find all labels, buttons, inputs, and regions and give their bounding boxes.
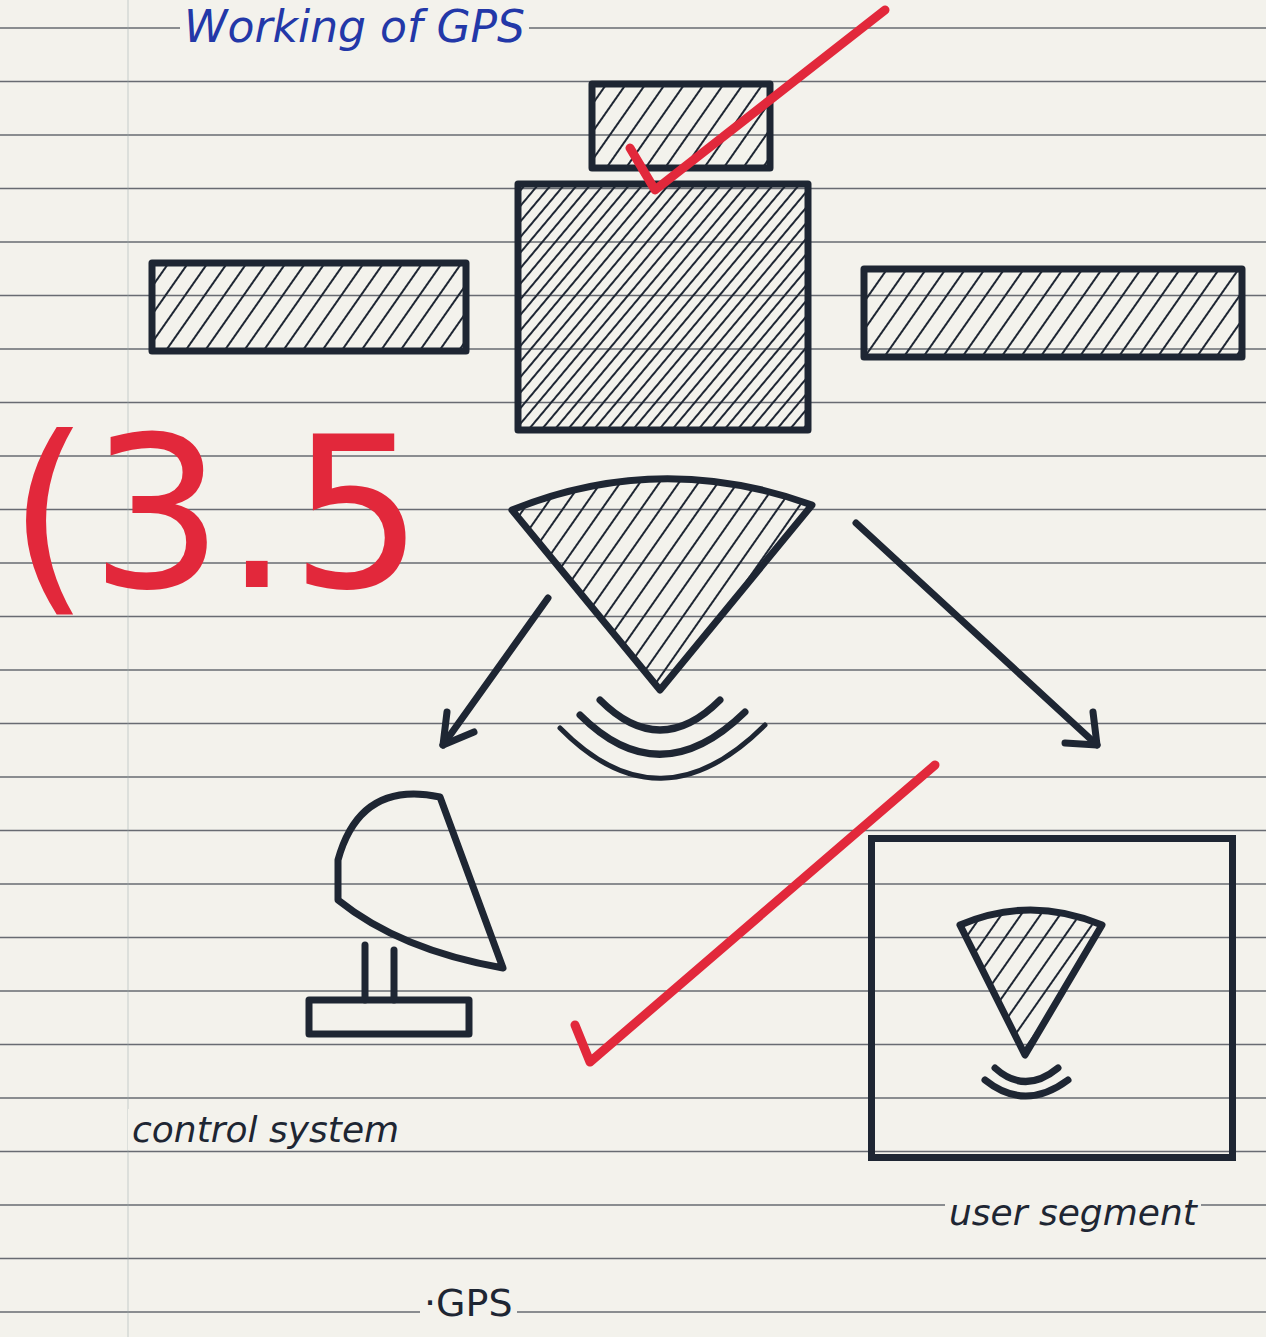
- ruled-line: [0, 1258, 1266, 1260]
- page-title: Working of GPS: [180, 2, 529, 53]
- ground-station-group: control system: [120, 780, 530, 1190]
- segment-box: user segment: [868, 835, 1236, 1161]
- ruled-line: [0, 1097, 1266, 1099]
- grade-mark: (3.5: [4, 410, 428, 620]
- ruled-line: [0, 669, 1266, 671]
- ruled-line: [0, 1044, 1266, 1046]
- ruled-line: [0, 990, 1266, 992]
- figure-caption: ·GPS: [420, 1282, 517, 1326]
- ruled-line: [0, 1151, 1266, 1153]
- ruled-line: [0, 883, 1266, 885]
- ruled-line: [0, 830, 1266, 832]
- node-label: user segment: [945, 1192, 1201, 1233]
- ruled-line: [0, 1311, 1266, 1313]
- node-label: control system: [128, 1109, 403, 1150]
